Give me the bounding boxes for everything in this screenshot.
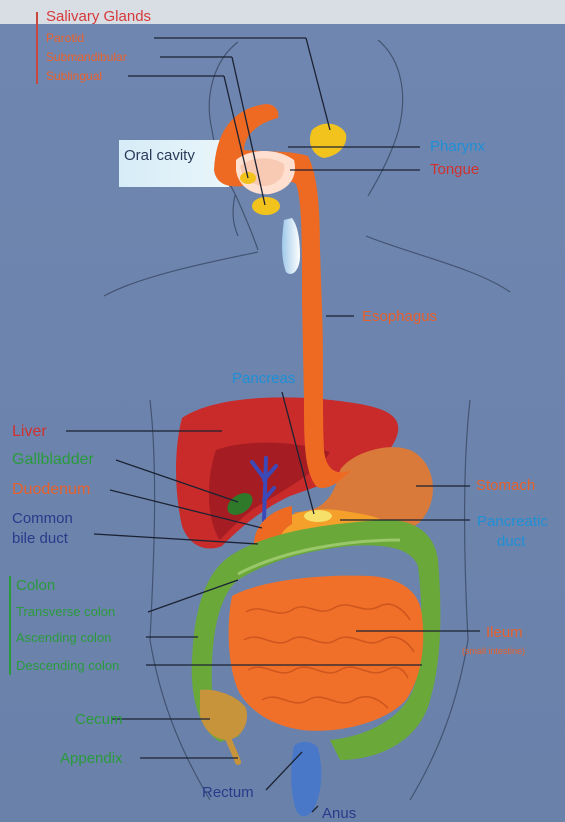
label-cecum: Cecum [75, 711, 123, 728]
label-ileum: Ileum [486, 624, 523, 641]
label-gallbladder: Gallbladder [12, 451, 95, 468]
label-common-bile-duct-1: Common [12, 510, 73, 527]
label-oral-cavity: Oral cavity [124, 147, 195, 164]
label-submandibular: Submandibular [46, 50, 127, 64]
label-appendix: Appendix [60, 750, 123, 767]
label-esophagus: Esophagus [362, 308, 437, 325]
label-common-bile-duct-2: bile duct [12, 530, 69, 547]
label-pharynx: Pharynx [430, 138, 486, 155]
label-duodenum: Duodenum [12, 481, 90, 498]
pancreas-highlight [304, 510, 332, 522]
label-anus: Anus [322, 805, 356, 822]
label-parotid: Parotid [46, 31, 84, 45]
label-sublingual: Sublingual [46, 69, 102, 83]
label-pancreatic-duct-1: Pancreatic [477, 513, 548, 530]
label-pancreas: Pancreas [232, 370, 295, 387]
label-salivary-glands: Salivary Glands [46, 8, 151, 25]
label-ascending-colon: Ascending colon [16, 630, 111, 645]
label-liver: Liver [12, 423, 47, 440]
small-intestine-shape [229, 576, 424, 731]
label-small-intestine: (small intestine) [462, 646, 525, 656]
label-tongue: Tongue [430, 161, 479, 178]
label-colon: Colon [16, 577, 55, 594]
label-pancreatic-duct-2: duct [497, 533, 526, 550]
label-stomach: Stomach [476, 477, 535, 494]
label-rectum: Rectum [202, 784, 254, 801]
submandibular-gland [252, 197, 280, 215]
label-transverse-colon: Transverse colon [16, 604, 115, 619]
label-descending-colon: Descending colon [16, 658, 119, 673]
